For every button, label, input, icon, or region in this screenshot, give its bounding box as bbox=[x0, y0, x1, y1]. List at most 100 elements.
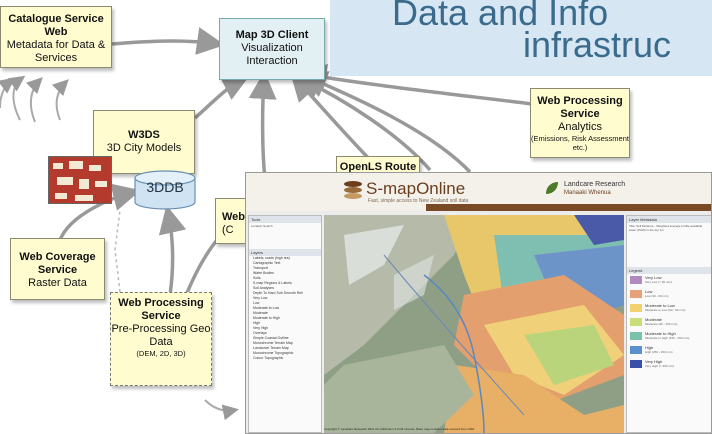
map3d-client-box: Map 3D Client Visualization Interaction bbox=[219, 18, 325, 80]
legend-range: Low (30 - 60 mm) bbox=[645, 294, 669, 298]
title-banner: Data and Info infrastruc bbox=[330, 0, 712, 76]
landcare-name: Landcare Research bbox=[564, 181, 626, 188]
legend-swatch bbox=[630, 318, 642, 326]
legend-range: Very High (> 300 mm) bbox=[645, 364, 675, 368]
smap-logo-icon bbox=[344, 181, 362, 199]
layer-metadata-text: Title: Soil Moisture - Weighted average … bbox=[629, 224, 703, 232]
layer-item[interactable]: Monochrome Topographic bbox=[253, 351, 294, 355]
wps-pre-title: Web Processing Service bbox=[118, 297, 204, 322]
legend-title: Legend bbox=[627, 267, 711, 274]
smap-tagline: Fast, simple access to New Zealand soil … bbox=[368, 198, 469, 204]
soil-map[interactable] bbox=[324, 215, 624, 433]
database-label: 3DDB bbox=[146, 179, 184, 195]
wps-analytics-sub: Analytics bbox=[557, 121, 603, 133]
catalogue-service-sub: Metadata for Data & Services bbox=[6, 39, 106, 64]
legend-label: Very High bbox=[645, 359, 663, 364]
legend-range: Moderate to Low (60 - 90 mm) bbox=[645, 308, 686, 312]
layer-item[interactable]: High bbox=[253, 321, 261, 325]
layer-item[interactable]: Simple Coastal Outline bbox=[253, 336, 289, 340]
layer-item[interactable]: Monochrome Terrain Map bbox=[253, 341, 293, 345]
web-partial-sub: (C bbox=[222, 224, 234, 236]
smap-header: S-mapOnline Fast, simple access to New Z… bbox=[246, 173, 711, 218]
layer-item[interactable]: Water Bodies bbox=[253, 271, 274, 275]
layer-item[interactable]: Soil Analyses bbox=[253, 286, 274, 290]
catalogue-service-title: Catalogue Service Web bbox=[8, 13, 104, 38]
layer-item[interactable]: Low bbox=[253, 301, 260, 305]
arrow-w3ds-to-client bbox=[193, 74, 251, 120]
legend-range: Moderate (90 - 150 mm) bbox=[645, 322, 678, 326]
layers-panel: Tools Location Search Layers Labels, roa… bbox=[248, 215, 322, 433]
smap-footer: Copyright © Landcare Research 2011 CC At… bbox=[324, 427, 475, 431]
layer-item[interactable]: Depth To Hard Sub Smooth Reli bbox=[253, 291, 303, 295]
layer-item[interactable]: Moderate to High bbox=[253, 316, 280, 320]
legend-swatch bbox=[630, 276, 642, 284]
openls-title: OpenLS Route bbox=[339, 161, 417, 173]
layer-metadata-title: Layer Metadata bbox=[627, 216, 711, 223]
legend-swatch bbox=[630, 290, 642, 298]
catalogue-service-box: Catalogue Service Web Metadata for Data … bbox=[0, 6, 112, 68]
legend-range: Moderate to High (150 - 250 mm) bbox=[645, 336, 690, 340]
legend-range: High (250 - 300 mm) bbox=[645, 350, 673, 354]
wcs-box: Web Coverage Service Raster Data bbox=[10, 238, 105, 300]
layer-item[interactable]: Landcover Terrain Map bbox=[253, 346, 289, 350]
city-model-image bbox=[48, 156, 112, 204]
w3ds-title: W3DS bbox=[128, 129, 160, 141]
arrow-wcs-to-3ddb bbox=[58, 183, 141, 241]
layer-item[interactable]: S-map Regions & Labels bbox=[253, 281, 292, 285]
layer-item[interactable]: Moderate bbox=[253, 311, 268, 315]
tools-title: Tools bbox=[249, 216, 321, 223]
layer-item[interactable]: Very High bbox=[253, 326, 269, 330]
arrow-wps-pre-to-3ddb bbox=[158, 205, 187, 296]
banner-line-2: infrastruc bbox=[523, 24, 672, 65]
web-partial-title: Web bbox=[222, 211, 246, 223]
smap-online-screenshot: S-mapOnline Fast, simple access to New Z… bbox=[245, 172, 712, 434]
w3ds-sub: 3D City Models bbox=[106, 142, 182, 154]
layer-item[interactable]: Colour Topographic bbox=[253, 356, 284, 360]
smap-nav-bar: Home Getting Started Sheet Map Glossary … bbox=[426, 204, 711, 218]
database-cylinder bbox=[134, 170, 196, 210]
layer-item[interactable]: Cartographic Text bbox=[253, 261, 281, 265]
arrow-catalogue-to-client bbox=[111, 27, 225, 55]
wcs-title: Web Coverage Service bbox=[19, 251, 96, 276]
wps-analytics-box: Web Processing Service Analytics (Emissi… bbox=[530, 88, 630, 158]
wps-pre-sub: Pre-Processing Geo Data bbox=[111, 323, 211, 348]
arrow-screen-to-client1 bbox=[248, 71, 277, 181]
layer-item[interactable]: Moderate to Low bbox=[253, 306, 280, 310]
landcare-leaf-icon bbox=[546, 182, 558, 194]
wps-preprocessing-box: Web Processing Service Pre-Processing Ge… bbox=[110, 292, 212, 386]
layer-item[interactable]: Overlays bbox=[253, 331, 267, 335]
layer-item[interactable]: Labels, roads (high res) bbox=[253, 256, 290, 260]
legend-range: Very Low (< 30 mm) bbox=[645, 280, 672, 284]
wps-pre-note: (DEM, 2D, 3D) bbox=[136, 349, 186, 358]
landcare-sub: Manaaki Whenua bbox=[564, 190, 611, 196]
location-search-label[interactable]: Location Search bbox=[251, 224, 273, 228]
smap-logo-text: S-mapOnline bbox=[366, 179, 466, 198]
layer-item[interactable]: Very Low bbox=[253, 296, 268, 300]
wps-analytics-title: Web Processing Service bbox=[537, 95, 623, 120]
legend-label: Moderate to High bbox=[645, 331, 676, 336]
legend-label: High bbox=[645, 345, 654, 350]
legend-swatch bbox=[630, 346, 642, 354]
banner-line-1: Data and Info bbox=[392, 0, 609, 33]
layer-item[interactable]: Soils bbox=[253, 276, 261, 280]
map3d-client-sub: Visualization Interaction bbox=[241, 42, 303, 67]
map3d-client-title: Map 3D Client bbox=[235, 29, 309, 41]
layers-title: Layers bbox=[249, 249, 321, 256]
metadata-legend-panel: Layer Metadata Title: Soil Moisture - We… bbox=[626, 215, 711, 433]
layer-item[interactable]: Transport bbox=[253, 266, 268, 270]
legend-swatch bbox=[630, 304, 642, 312]
legend-label: Very Low bbox=[645, 275, 662, 280]
legend-swatch bbox=[630, 360, 642, 368]
legend-label: Low bbox=[645, 289, 653, 294]
legend-label: Moderate to Low bbox=[645, 303, 675, 308]
wps-analytics-note: (Emissions, Risk Assessment etc.) bbox=[531, 134, 629, 152]
legend-label: Moderate bbox=[645, 317, 662, 322]
